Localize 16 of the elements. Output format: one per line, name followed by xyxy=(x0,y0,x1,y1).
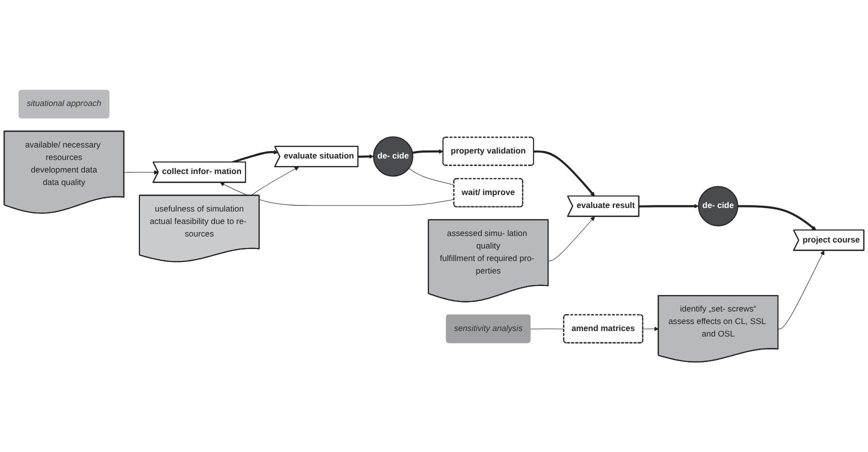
arrow xyxy=(412,149,444,154)
connector xyxy=(408,168,454,186)
arrow xyxy=(358,154,374,159)
arrow xyxy=(639,204,699,208)
arrow xyxy=(548,216,595,262)
connector xyxy=(530,328,564,330)
arrow xyxy=(250,166,299,196)
arrow xyxy=(738,205,816,230)
arrow xyxy=(124,170,159,175)
node-circle: de- cide xyxy=(698,186,738,226)
node-circle: de- cide xyxy=(373,136,414,177)
arrow xyxy=(642,326,659,332)
arrow xyxy=(220,182,454,206)
arrow xyxy=(232,150,278,164)
arrow xyxy=(534,150,595,196)
arrow xyxy=(778,250,824,330)
